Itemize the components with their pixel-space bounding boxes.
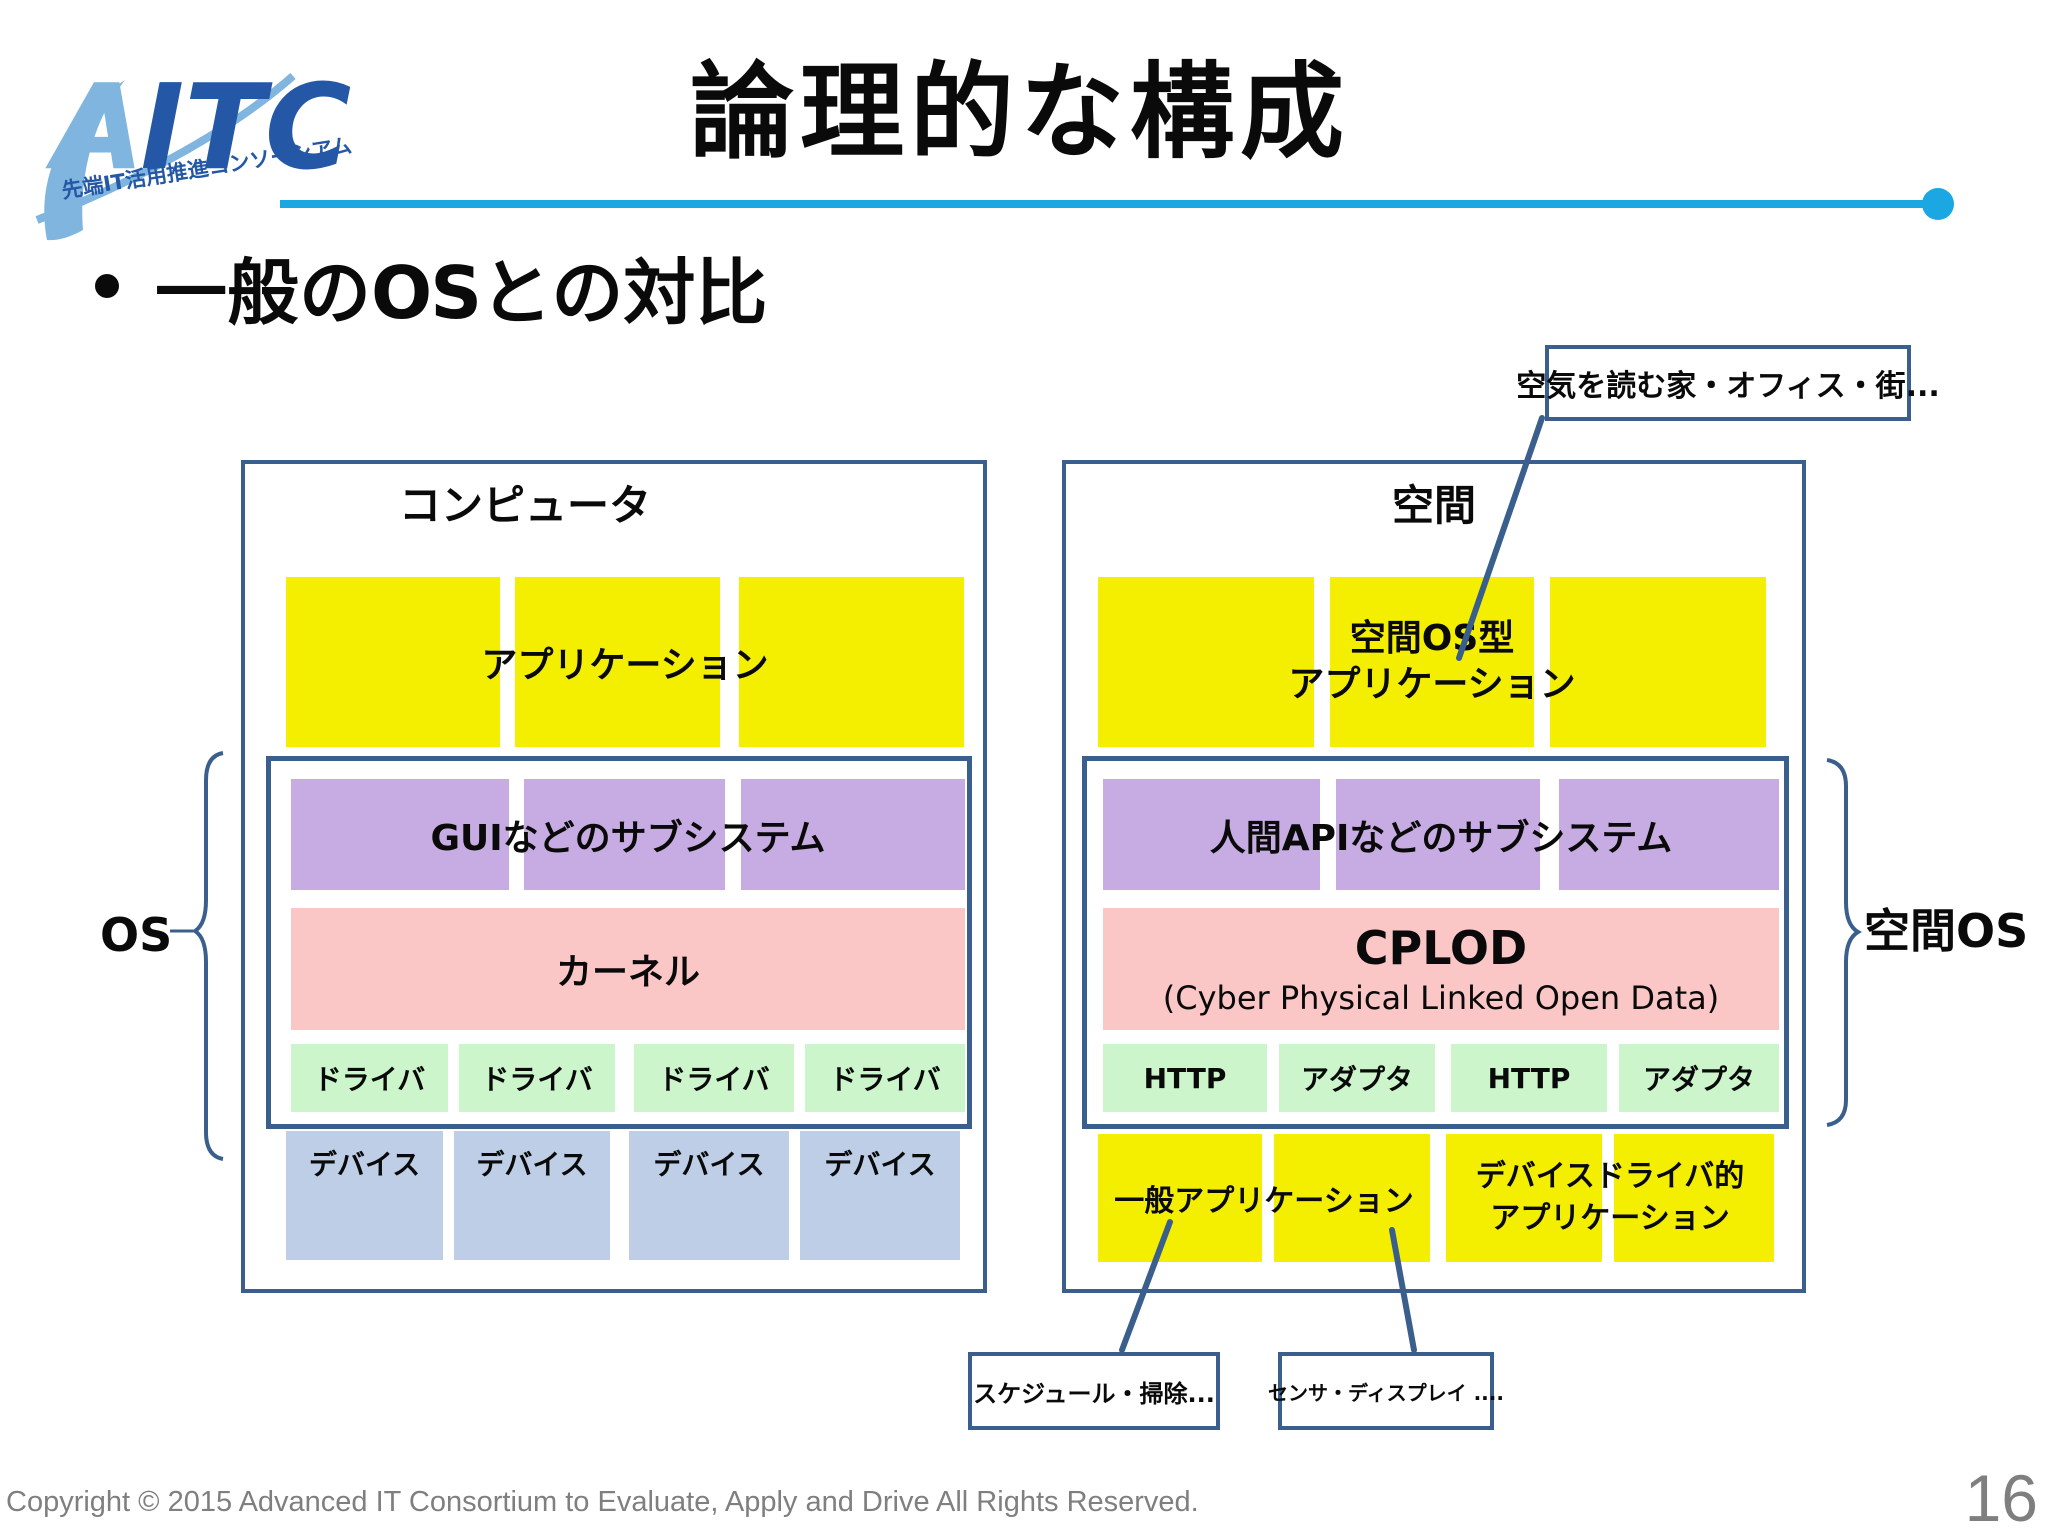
human-api-block	[1559, 779, 1779, 890]
human-api-block	[1336, 779, 1540, 890]
logo-swoosh-shape	[44, 80, 125, 241]
spatial-os-right-brace	[1826, 758, 1862, 1127]
driver-block: ドライバ	[805, 1044, 965, 1112]
callout-air-reading: 空気を読む家・オフィス・街...	[1516, 345, 1940, 421]
space-app-block	[1550, 577, 1766, 747]
app-block	[286, 577, 500, 747]
device-block: デバイス	[800, 1131, 960, 1260]
adapter-block: アダプタ	[1619, 1044, 1779, 1112]
adapter-block: アダプタ	[1279, 1044, 1435, 1112]
bullet-text-post: との対比	[480, 250, 768, 335]
http-block: HTTP	[1103, 1044, 1267, 1112]
general-app-block	[1098, 1134, 1262, 1262]
driver-app-block	[1614, 1134, 1774, 1262]
general-app-block	[1274, 1134, 1430, 1262]
http-block: HTTP	[1451, 1044, 1607, 1112]
logo-swoosh-line	[35, 72, 296, 224]
app-block	[739, 577, 964, 747]
bullet-text-os: OS	[371, 250, 482, 335]
bullet-row: 一般のOSとの対比	[95, 238, 767, 335]
os-brace-label: OS	[100, 908, 173, 962]
driver-block: ドライバ	[291, 1044, 448, 1112]
os-inner-box: GUIなどのサブシステム カーネル ドライバ ドライバ ドライバ ドライバ	[266, 756, 972, 1129]
aitc-logo: AITC 先端IT活用推進コンソーシアム	[35, 58, 353, 241]
app-block	[515, 577, 720, 747]
space-diagram-title: 空間	[1391, 481, 1476, 530]
subsystem-block	[741, 779, 965, 890]
cplod-title: CPLOD	[1354, 921, 1528, 975]
page-title: 論理的な構成	[689, 51, 1350, 173]
space-app-block	[1330, 577, 1534, 747]
space-os-inner-box: 人間APIなどのサブシステム CPLOD (Cyber Physical Lin…	[1082, 756, 1789, 1129]
space-app-block	[1098, 577, 1314, 747]
logo-acronym: AITC	[45, 58, 351, 196]
spatial-os-brace-label: 空間OS	[1864, 904, 2029, 958]
title-underline	[280, 200, 1926, 208]
page-number: 16	[1964, 1461, 2038, 1535]
subsystem-block	[524, 779, 725, 890]
bullet-text: 一般のOSとの対比	[155, 234, 767, 339]
cplod-subtitle: (Cyber Physical Linked Open Data)	[1162, 979, 1720, 1017]
human-api-block	[1103, 779, 1320, 890]
computer-diagram-title: コンピュータ	[398, 481, 651, 530]
title-underline-dot	[1922, 188, 1954, 220]
driver-block: ドライバ	[459, 1044, 615, 1112]
callout-schedule-cleaning: スケジュール・掃除...	[968, 1352, 1220, 1430]
space-diagram-box: 空間 空間OS型 アプリケーション 人間APIなどのサブシステム CPLOD (…	[1062, 460, 1806, 1293]
kernel-block: カーネル	[291, 908, 965, 1030]
driver-block: ドライバ	[634, 1044, 794, 1112]
callout-sensor-display: センサ・ディスプレイ ....	[1268, 1352, 1504, 1430]
os-left-brace	[191, 751, 224, 1161]
bullet-icon	[95, 274, 119, 298]
device-block: デバイス	[454, 1131, 610, 1260]
device-block: デバイス	[286, 1131, 443, 1260]
device-block: デバイス	[629, 1131, 789, 1260]
computer-diagram-box: コンピュータ アプリケーション GUIなどのサブシステム カーネル ドライバ ド…	[241, 460, 987, 1293]
subsystem-block	[291, 779, 509, 890]
cplod-block: CPLOD (Cyber Physical Linked Open Data)	[1103, 908, 1779, 1030]
copyright-text: Copyright © 2015 Advanced IT Consortium …	[6, 1486, 1199, 1518]
driver-app-block	[1446, 1134, 1602, 1262]
bullet-text-pre: 一般の	[155, 250, 372, 335]
